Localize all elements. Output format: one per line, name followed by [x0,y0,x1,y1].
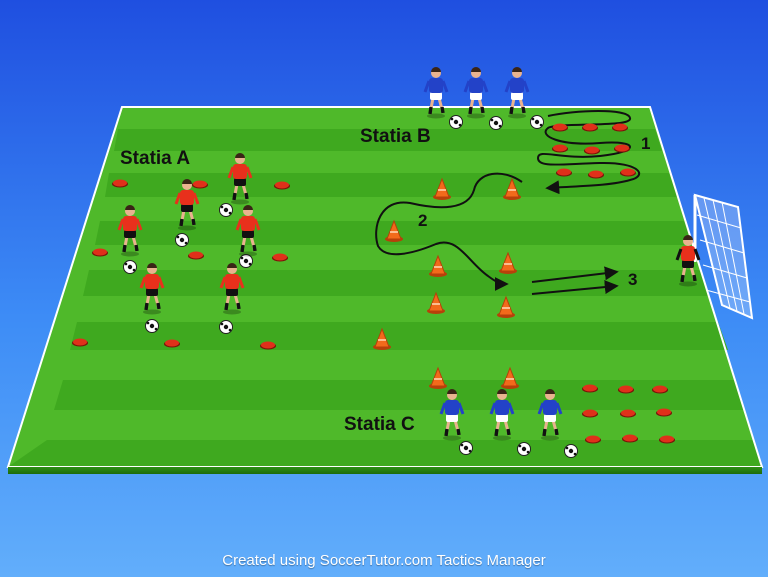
marker-disc [112,179,128,188]
pitch-stripe [70,322,728,350]
soccer-ball [145,319,159,333]
red-player [227,153,253,205]
blue-player [439,389,465,441]
red-player [117,205,143,257]
blue-player [463,67,489,119]
marker-disc [584,146,600,155]
marker-disc [192,180,208,189]
blue-player [423,67,449,119]
marker-disc [659,435,675,444]
marker-disc [582,384,598,393]
training-cone [385,219,403,242]
soccer-ball [459,441,473,455]
marker-disc [556,168,572,177]
training-cone [429,366,447,389]
marker-disc [552,123,568,132]
soccer-ball [489,116,503,130]
blue-player [537,389,563,441]
pitch-stripe [8,440,762,467]
training-cone [427,291,445,314]
training-cone [499,251,517,274]
pitch-stripe [54,380,745,410]
footer-credit: Created using SoccerTutor.com Tactics Ma… [222,552,546,569]
marker-disc [585,435,601,444]
balls-layer [123,115,578,458]
route-number-3: 3 [628,270,637,289]
marker-disc [622,434,638,443]
blue-player [489,389,515,441]
marker-disc [92,248,108,257]
soccer-ball [239,254,253,268]
pitch-stripe [105,173,677,197]
route-number-1: 1 [641,134,650,153]
soccer-ball [123,260,137,274]
red-player [174,179,200,231]
marker-disc [260,341,276,350]
soccer-ball [219,320,233,334]
route-3 [531,266,619,295]
marker-disc [620,168,636,177]
route-number-2: 2 [418,211,427,230]
soccer-ball [449,115,463,129]
soccer-ball [564,444,578,458]
soccer-ball [219,203,233,217]
marker-disc [274,181,290,190]
markers-layer [72,123,675,444]
marker-disc [620,409,636,418]
marker-disc [552,144,568,153]
soccer-ball [530,115,544,129]
soccer-ball [175,233,189,247]
marker-disc [614,144,630,153]
marker-disc [582,409,598,418]
station-c-label: Statia C [344,414,415,435]
marker-disc [72,338,88,347]
goalkeeper [675,235,701,287]
pitch-front-edge [8,467,762,474]
red-player [219,263,245,315]
marker-disc [612,123,628,132]
station-b-label: Statia B [360,126,431,147]
marker-disc [272,253,288,262]
training-cone [429,254,447,277]
marker-disc [582,123,598,132]
pitch-stripe [114,129,662,151]
training-cone [501,366,519,389]
training-cone [503,177,521,200]
marker-disc [656,408,672,417]
station-a-label: Statia A [120,148,190,169]
marker-disc [618,385,634,394]
route-1 [536,110,641,195]
marker-disc [588,170,604,179]
soccer-ball [517,442,531,456]
red-player [235,205,261,257]
route-2 [375,172,523,291]
red-player [139,263,165,315]
blue-player [504,67,530,119]
marker-disc [652,385,668,394]
training-cone [433,177,451,200]
pitch-stripe [83,270,709,296]
marker-disc [188,251,204,260]
cones-layer [373,177,521,389]
marker-disc [164,339,180,348]
training-cone [373,327,391,350]
training-cone [497,295,515,318]
players-layer [117,67,701,441]
